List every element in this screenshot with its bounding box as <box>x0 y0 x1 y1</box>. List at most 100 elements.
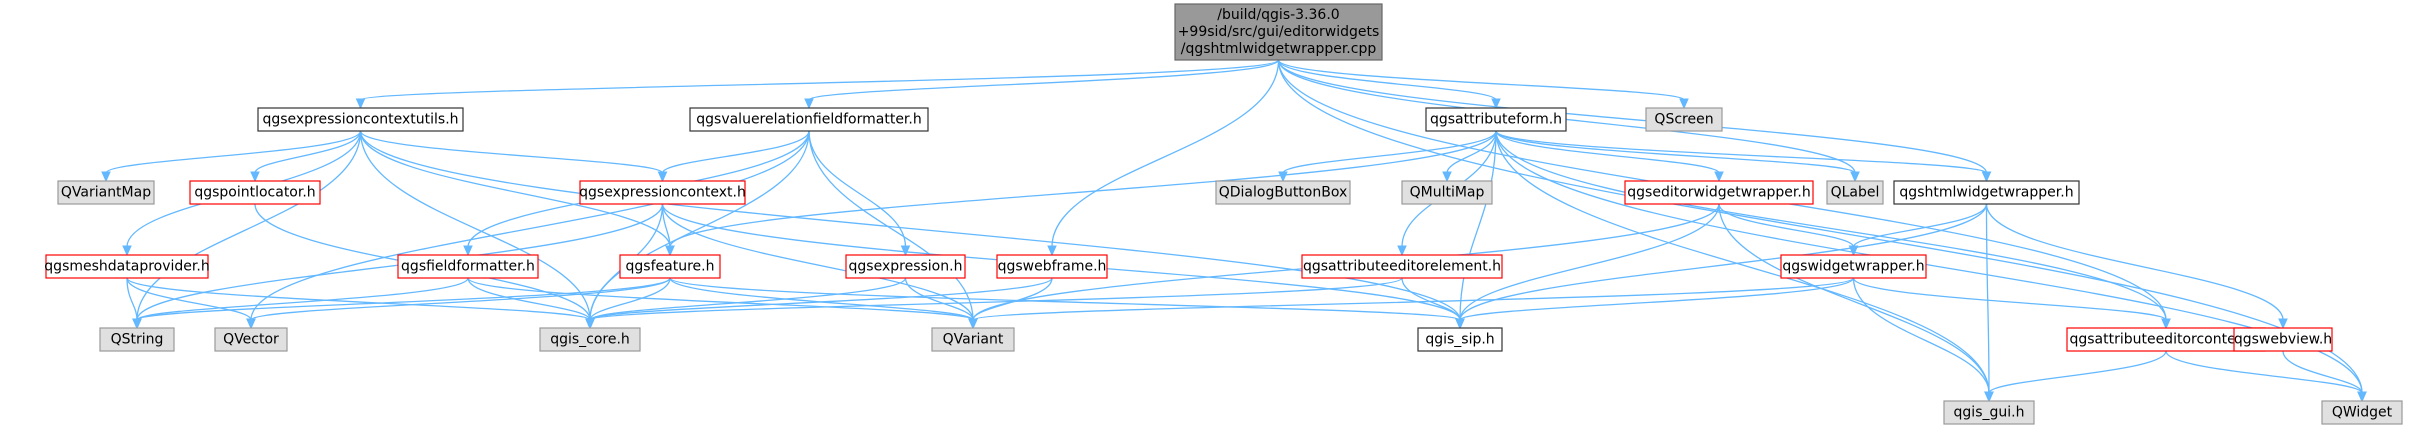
node-box <box>1174 3 1383 61</box>
edge-line <box>359 59 1280 101</box>
edge-fieldfmt-to-qstring <box>132 277 469 330</box>
edge-line <box>1459 130 1497 321</box>
node-qscreen[interactable]: QScreen <box>1645 107 1723 132</box>
edge-line <box>136 130 362 321</box>
edge-exprctxutils-to-exprctx <box>359 130 668 183</box>
node-box <box>579 180 746 205</box>
node-qvariantmap[interactable]: QVariantMap <box>57 180 155 205</box>
node-qlabel[interactable]: QLabel <box>1826 180 1884 205</box>
node-qvector[interactable]: QVector <box>214 327 288 352</box>
edge-root-to-attrform <box>1277 59 1501 110</box>
node-qwidget[interactable]: QWidget <box>2321 400 2403 425</box>
node-root[interactable]: /build/qgis-3.36.0+99sid/src/gui/editorw… <box>1174 3 1383 61</box>
node-widgetwrap[interactable]: qgswidgetwrapper.h <box>1780 254 1927 279</box>
node-box <box>931 327 1015 352</box>
node-label: qgsmeshdataprovider.h <box>44 259 209 275</box>
edge-line <box>250 277 671 321</box>
node-label: qgis_gui.h <box>1954 405 2025 421</box>
edge-line <box>126 277 252 321</box>
node-label: QVariant <box>943 332 1004 348</box>
edge-line <box>1852 203 1988 248</box>
node-webframe[interactable]: qgswebframe.h <box>996 254 1108 279</box>
node-htmlwrap[interactable]: qgshtmlwidgetwrapper.h <box>1893 180 2080 205</box>
node-dialogbb[interactable]: QDialogButtonBox <box>1215 180 1351 205</box>
edge-htmlwrap-to-webview <box>1985 203 2288 330</box>
edge-arrowhead <box>132 318 142 330</box>
node-qgisgui[interactable]: qgis_gui.h <box>1943 400 2035 425</box>
edge-line <box>1985 203 2284 321</box>
edge-line <box>359 130 591 321</box>
edge-line <box>1718 203 1990 394</box>
edge-line <box>126 277 138 321</box>
edge-arrowhead <box>585 318 595 330</box>
edge-attreditel-to-qgiscore <box>585 277 1403 330</box>
edge-arrowhead <box>1455 318 1465 330</box>
node-fieldfmt[interactable]: qgsfieldformatter.h <box>397 254 539 279</box>
node-pointlocator[interactable]: qgspointlocator.h <box>189 180 321 205</box>
node-box <box>1401 180 1493 205</box>
edge-line <box>661 130 810 174</box>
node-attrform[interactable]: qgsattributeform.h <box>1425 107 1567 132</box>
node-box <box>1893 180 2080 205</box>
edge-attrform-to-editorwrap <box>1495 130 1724 183</box>
edge-line <box>2282 350 2363 394</box>
node-qmultimap[interactable]: QMultiMap <box>1401 180 1493 205</box>
node-label: QWidget <box>2332 405 2393 421</box>
edge-arrowhead <box>900 245 911 257</box>
edge-attrform-to-qmultimap <box>1442 130 1497 183</box>
node-label: qgis_core.h <box>550 332 630 348</box>
edge-line <box>467 277 974 321</box>
node-box <box>996 254 1108 279</box>
node-qgiscore[interactable]: qgis_core.h <box>539 327 641 352</box>
edge-line <box>669 277 974 321</box>
node-label: QString <box>111 332 164 348</box>
node-box <box>1425 107 1567 132</box>
node-attreditctx[interactable]: qgsattributeeditorcontext.h <box>2066 327 2266 352</box>
edge-line <box>359 130 1461 321</box>
node-box <box>1417 327 1503 352</box>
edge-line <box>1988 350 2167 394</box>
node-meshprov[interactable]: qgsmeshdataprovider.h <box>44 254 210 279</box>
node-qstring[interactable]: QString <box>99 327 175 352</box>
node-webview[interactable]: qgswebview.h <box>2233 327 2333 352</box>
node-box <box>1943 400 2035 425</box>
edge-line <box>2165 350 2363 394</box>
node-box <box>214 327 288 352</box>
edge-feature-to-qstring <box>132 277 671 330</box>
node-label: /build/qgis-3.36.0 <box>1217 7 1339 23</box>
edge-line <box>1051 59 1280 248</box>
node-qvariant[interactable]: QVariant <box>931 327 1015 352</box>
node-exprctxutils[interactable]: qgsexpressioncontextutils.h <box>257 107 464 132</box>
node-box <box>2233 327 2333 352</box>
edge-line <box>1277 59 1497 101</box>
node-box <box>257 107 464 132</box>
node-editorwrap[interactable]: qgseditorwidgetwrapper.h <box>1624 180 1814 205</box>
node-feature[interactable]: qgsfeature.h <box>619 254 721 279</box>
node-valrelfmt[interactable]: qgsvaluerelationfieldformatter.h <box>689 107 929 132</box>
node-box <box>689 107 929 132</box>
node-attreditel[interactable]: qgsattributeeditorelement.h <box>1301 254 1503 279</box>
node-label: qgsexpression.h <box>849 259 963 275</box>
edge-exprctxutils-to-pointlocator <box>250 130 362 183</box>
edge-attreditel-to-qgissip <box>1401 277 1465 330</box>
edge-root-to-valrelfmt <box>804 59 1280 110</box>
edge-line <box>1277 59 1685 101</box>
edge-arrowhead <box>122 245 132 257</box>
edge-attrform-to-qwidget <box>1495 130 2367 403</box>
node-qgissip[interactable]: qgis_sip.h <box>1417 327 1503 352</box>
edge-exprctxutils-to-qvariantmap <box>101 130 362 183</box>
node-expression[interactable]: qgsexpression.h <box>845 254 966 279</box>
edge-attrform-to-dialogbb <box>1278 130 1497 183</box>
edge-arrowhead <box>2278 318 2288 330</box>
edge-line <box>1718 203 1855 248</box>
node-label: qgsfeature.h <box>626 259 715 275</box>
edge-line <box>359 130 664 174</box>
node-exprctx[interactable]: qgsexpressioncontext.h <box>579 180 746 205</box>
edge-widgetwrap-to-qgissip <box>1455 277 1855 330</box>
edge-line <box>1277 59 1856 174</box>
edge-line <box>1495 130 2167 321</box>
edge-line <box>1495 130 1856 174</box>
edge-attrform-to-qlabel <box>1495 130 1860 183</box>
edge-line <box>669 130 1497 248</box>
